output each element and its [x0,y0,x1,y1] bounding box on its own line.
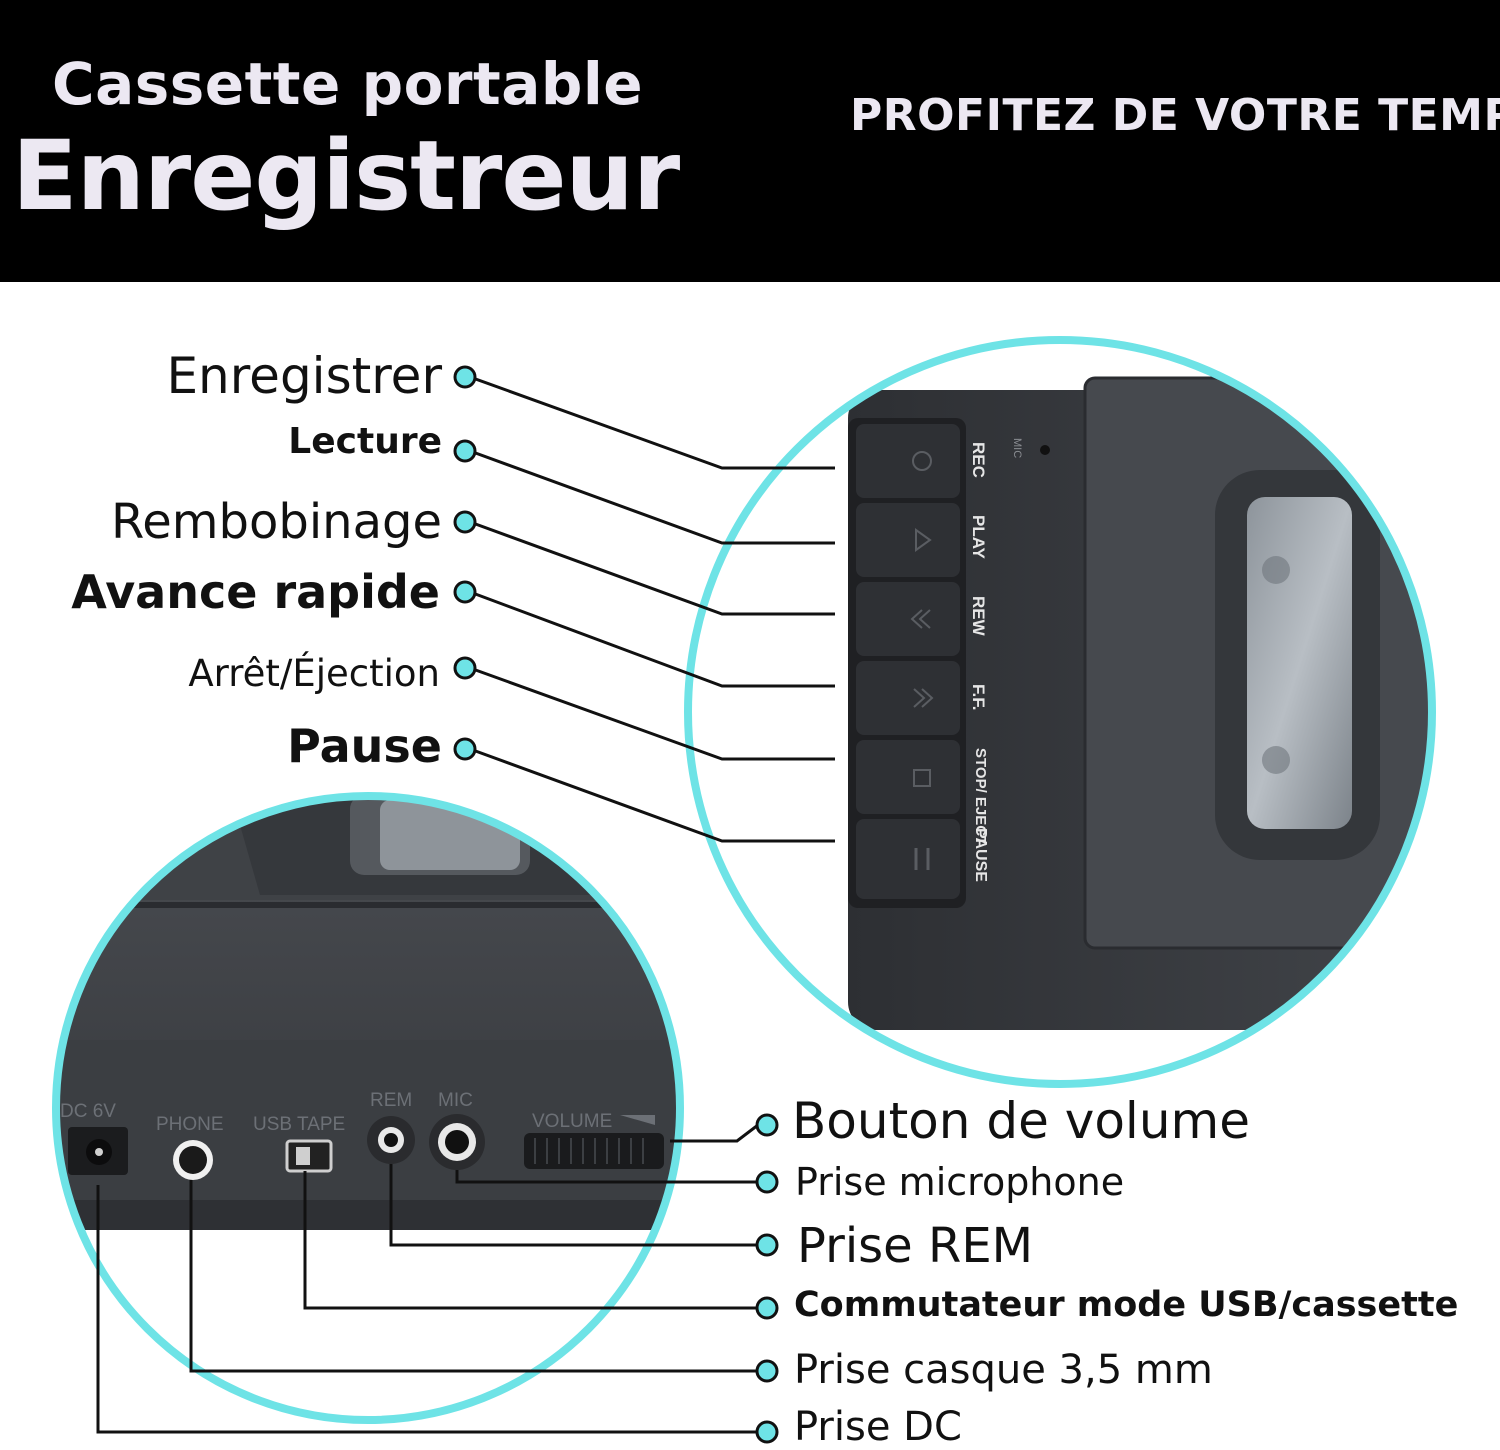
bottom-device-zoom: DC 6V PHONE USB TAPE REM MIC VOLUME [52,792,684,1424]
callout-volume: Bouton de volume [792,1092,1250,1150]
port-label-usb-tape: USB TAPE [253,1114,345,1135]
leader-lines-top [469,375,835,843]
cassette-window [1247,497,1352,829]
play-button[interactable] [856,503,960,577]
port-label-dc: DC 6V [60,1101,116,1122]
stop-eject-button[interactable] [856,740,960,814]
subtitle: Cassette portable [52,50,644,118]
rec-button[interactable] [856,424,960,498]
callout-rem-jack: Prise REM [797,1218,1034,1274]
label-mic-top: MIC [1011,438,1023,458]
pause-button[interactable] [856,819,960,899]
slogan: PROFITEZ DE VOTRE TEMPS [850,90,1500,141]
callout-dots-top [453,365,477,761]
callout-fast-forward: Avance rapide [71,565,440,619]
label-play: PLAY [969,515,988,559]
label-ff: F.F. [969,684,988,710]
fast-forward-icon [913,688,934,708]
callout-rewind: Rembobinage [111,494,442,550]
ff-button[interactable] [856,661,960,735]
pause-icon [914,848,930,870]
label-rew: REW [969,596,988,637]
play-icon [915,528,932,552]
top-device-zoom: REC PLAY REW F.F. STOP/ EJECT PAUSE MIC [684,336,1436,1088]
rewind-icon [910,609,931,629]
label-rec: REC [969,442,988,478]
port-label-volume: VOLUME [532,1111,612,1132]
callout-record: Enregistrer [166,347,442,405]
callout-headphone-jack: Prise casque 3,5 mm [794,1347,1213,1393]
rec-icon [912,451,932,471]
top-zoom-ring [684,336,1436,1088]
label-stop-eject: STOP/ EJECT [972,748,989,845]
header-banner: Cassette portable Enregistreur PROFITEZ … [0,0,1500,282]
bottom-zoom-ring [52,792,684,1424]
callout-dc-jack: Prise DC [794,1404,962,1450]
callout-usb-switch: Commutateur mode USB/cassette [794,1285,1459,1325]
stop-icon [913,769,931,787]
port-label-rem: REM [370,1090,412,1111]
callout-play: Lecture [288,421,442,462]
callout-pause: Pause [287,719,442,773]
callout-dots-bottom [755,1113,779,1444]
port-label-mic: MIC [438,1090,473,1111]
control-buttons [848,418,966,908]
leader-lines-bottom [96,1123,759,1434]
label-pause: PAUSE [972,828,989,882]
callout-mic-jack: Prise microphone [795,1160,1125,1204]
port-label-phone: PHONE [156,1114,224,1135]
rew-button[interactable] [856,582,960,656]
mic-hole-icon [1040,445,1050,455]
page-title: Enregistreur [12,120,680,232]
callout-stop-eject: Arrêt/Éjection [188,652,440,695]
